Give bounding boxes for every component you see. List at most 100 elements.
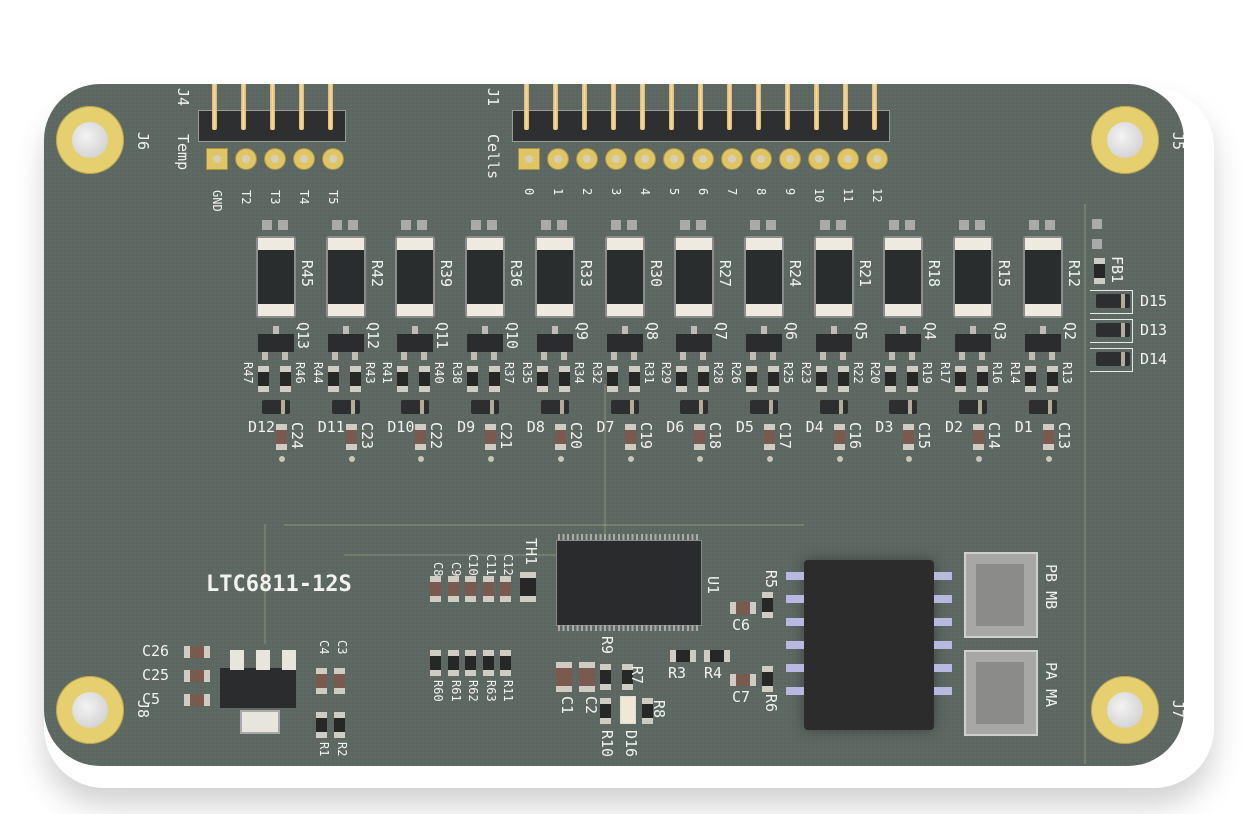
trace	[284, 524, 804, 526]
resistor	[397, 366, 409, 392]
via	[557, 456, 564, 462]
mosfet-leg	[262, 352, 268, 360]
j1-pin-label: 11	[841, 188, 855, 203]
reg-tab	[240, 710, 280, 734]
capacitor	[415, 424, 427, 450]
balance-resistor	[325, 236, 366, 318]
label-d9: D9	[457, 418, 476, 436]
j1-pad-cell-2[interactable]	[576, 148, 598, 170]
label-r43: R43	[362, 362, 377, 384]
reg-pin	[282, 650, 296, 670]
header-pin	[582, 84, 587, 130]
j4-pad-t3[interactable]	[264, 148, 286, 170]
label-r9: R9	[598, 636, 616, 655]
mosfet-leg	[621, 326, 628, 334]
pad	[889, 220, 900, 230]
j4-pin-label: GND	[210, 190, 224, 212]
label-c3: C3	[335, 640, 349, 655]
j1-pad-cell-8[interactable]	[750, 148, 772, 170]
label-j1-name: Cells	[484, 134, 502, 180]
trace	[344, 554, 644, 556]
label-r19: R19	[920, 362, 935, 384]
j4-pad-t2[interactable]	[235, 148, 257, 170]
via	[976, 456, 982, 462]
c6-capacitor	[730, 602, 756, 614]
j4-pad-t5[interactable]	[322, 148, 344, 170]
mosfet-leg	[421, 352, 428, 360]
label-d10: D10	[387, 418, 415, 436]
label-r61: R61	[448, 680, 463, 702]
pad	[347, 220, 358, 230]
capacitor	[345, 424, 357, 450]
j1-pad-cell-9[interactable]	[779, 148, 801, 170]
regulator-ic	[220, 668, 296, 708]
via	[418, 456, 425, 462]
isospi-connector-a[interactable]	[964, 650, 1038, 736]
mosfet	[955, 334, 991, 352]
transformer-pin	[934, 641, 952, 649]
pad	[835, 220, 846, 230]
j4-pad-gnd[interactable]	[206, 148, 228, 170]
pad	[819, 220, 830, 230]
j1-pad-cell-0[interactable]	[518, 148, 540, 170]
header-pin	[241, 84, 246, 130]
balance-resistor	[813, 236, 854, 318]
pad	[471, 220, 482, 230]
diode	[959, 400, 987, 414]
resistor	[837, 366, 849, 392]
j1-pad-cell-5[interactable]	[663, 148, 685, 170]
j1-pad-cell-10[interactable]	[808, 148, 830, 170]
diode	[610, 400, 639, 414]
j1-pad-cell-11[interactable]	[837, 148, 859, 170]
j1-pad-cell-1[interactable]	[547, 148, 569, 170]
label-r31: R31	[641, 362, 656, 384]
j4-pin-label: T3	[268, 190, 282, 205]
pad	[262, 220, 272, 230]
capacitor	[833, 424, 845, 450]
j1-pin-label: 12	[870, 188, 884, 203]
label-c13: C13	[1054, 422, 1073, 450]
r9-resistor	[600, 664, 611, 690]
mosfet-leg	[749, 352, 756, 360]
label-d3: D3	[875, 418, 894, 436]
label-r47: R47	[241, 362, 255, 384]
label-q5: Q5	[851, 322, 870, 341]
pad	[610, 220, 621, 230]
header-pin	[328, 84, 333, 130]
via	[766, 456, 773, 462]
resistor	[349, 366, 361, 392]
j1-pad-cell-12[interactable]	[866, 148, 888, 170]
j1-pad-cell-7[interactable]	[721, 148, 743, 170]
resistor	[815, 366, 827, 392]
j1-pad-cell-3[interactable]	[605, 148, 627, 170]
mosfet	[815, 334, 852, 352]
isospi-connector-b[interactable]	[964, 552, 1038, 638]
transformer-pin	[786, 687, 804, 695]
label-r7: R7	[628, 666, 646, 685]
label-r42: R42	[367, 260, 386, 288]
diode	[680, 400, 709, 414]
label-c7: C7	[732, 688, 751, 706]
j4-pad-t4[interactable]	[293, 148, 315, 170]
resistor	[698, 366, 710, 392]
label-u1: U1	[704, 576, 722, 595]
resistor	[606, 366, 618, 392]
j4-pin-label: T5	[326, 190, 340, 205]
header-pin	[843, 84, 848, 130]
balance-resistor	[674, 236, 715, 318]
label-d11: D11	[317, 418, 345, 436]
j1-pad-cell-6[interactable]	[692, 148, 714, 170]
reg-pin	[256, 650, 270, 670]
mosfet-leg	[1028, 352, 1035, 360]
pad	[749, 220, 760, 230]
label-c6: C6	[732, 616, 751, 634]
c1-capacitor	[556, 662, 572, 692]
label-isospi-b: PB MB	[1042, 564, 1060, 610]
diode	[1096, 323, 1130, 337]
header-pin	[299, 84, 304, 130]
via	[279, 456, 285, 462]
mosfet-leg	[412, 326, 419, 334]
balance-resistor	[465, 236, 506, 318]
mosfet-leg	[482, 326, 489, 334]
j1-pad-cell-4[interactable]	[634, 148, 656, 170]
